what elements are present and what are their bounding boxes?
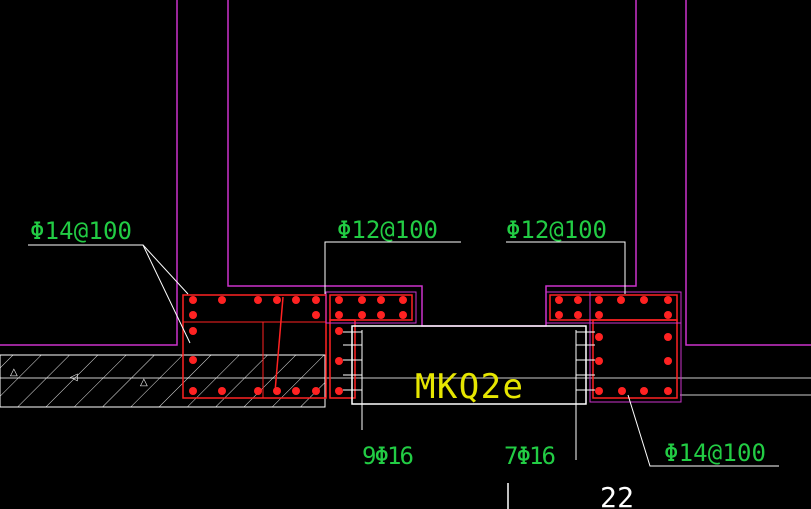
- left-column-section: [182, 294, 327, 399]
- svg-text:◁: ◁: [70, 372, 78, 383]
- beam-box: [351, 325, 587, 509]
- label-rebar-mid-right: Φ12@100: [506, 216, 607, 244]
- wall-outlines: [0, 0, 811, 346]
- leader-mid-left: [324, 241, 461, 294]
- right-wall-outline: [685, 0, 811, 346]
- label-rebar-left: Φ14@100: [30, 217, 132, 245]
- leader-left: [28, 244, 191, 344]
- tick-marks: [343, 331, 595, 391]
- svg-text:△: △: [10, 367, 18, 378]
- label-rebar-mid-left: Φ12@100: [337, 216, 438, 244]
- left-wall-outline: [0, 0, 178, 346]
- leader-mid-right: [506, 241, 626, 294]
- label-bars-left: 9Φ16: [362, 442, 414, 470]
- label-bars-right: 7Φ16: [504, 442, 556, 470]
- left-stirrup-block: [325, 291, 417, 399]
- label-rebar-right: Φ14@100: [664, 439, 766, 467]
- left-inner-wall-outline: [227, 0, 637, 327]
- label-dim-bottom: 22: [600, 481, 634, 509]
- rebar-dots: [189, 296, 672, 395]
- label-beam-tag: MKQ2e: [415, 367, 523, 407]
- right-stirrup-block: [545, 291, 682, 403]
- leader-right: [627, 394, 779, 467]
- leader-lines: [28, 241, 779, 467]
- svg-text:△: △: [140, 377, 148, 388]
